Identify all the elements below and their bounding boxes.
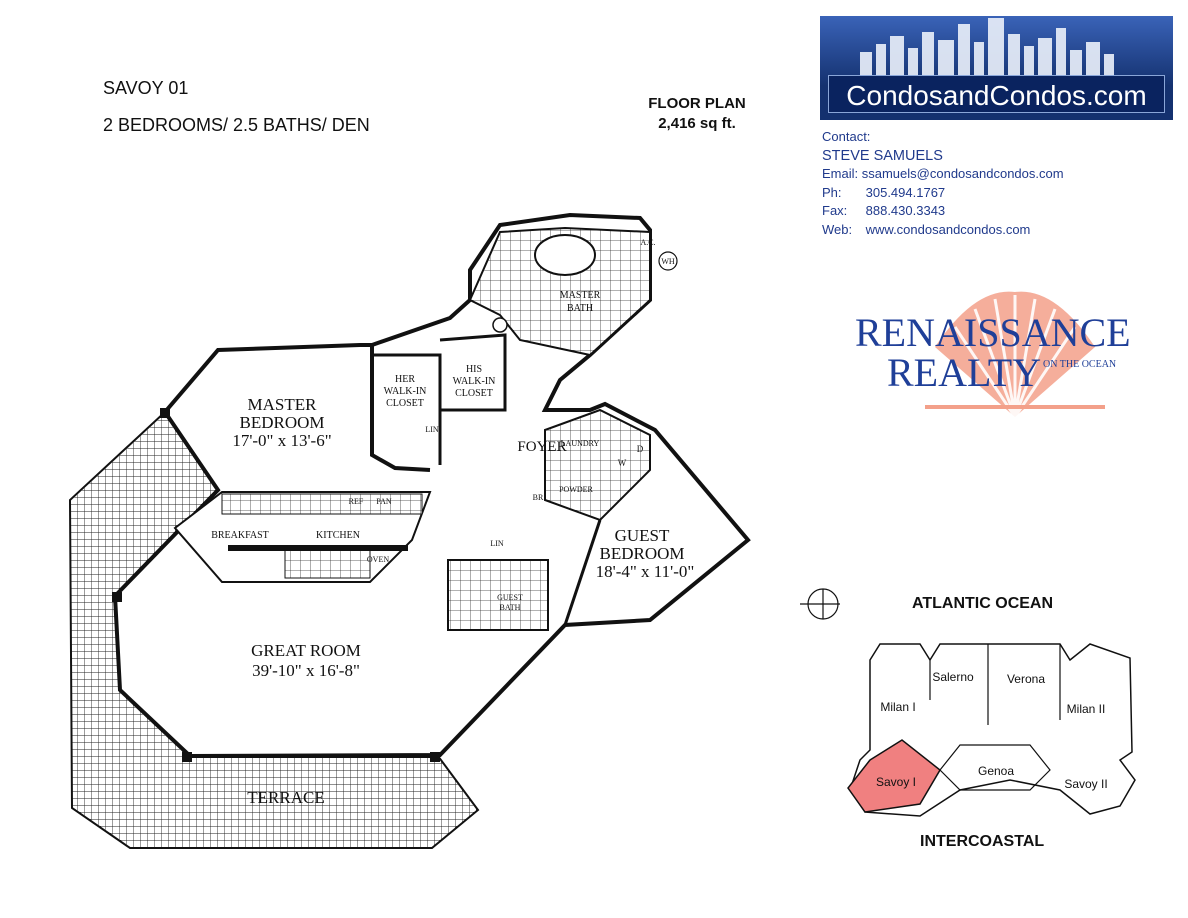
guest-bedroom-wall (563, 519, 602, 626)
logo-text: CondosandCondos.com (846, 80, 1147, 111)
guest-bath-label: GUEST (497, 593, 523, 602)
intercoastal-label: INTERCOASTAL (920, 833, 1045, 850)
realty-tagline: ON THE OCEAN (1043, 359, 1117, 370)
unit-genoa: Genoa (978, 764, 1014, 778)
kitchen-counter (221, 493, 423, 515)
unit-savoy-ii: Savoy II (1064, 777, 1107, 791)
ac-label: A.C. (640, 238, 655, 247)
unit-verona: Verona (1007, 672, 1045, 686)
master-bath-label-2: BATH (567, 303, 593, 314)
master-bedroom-label-2: BEDROOM (239, 413, 324, 432)
master-bath-label: MASTER (560, 290, 601, 301)
closet-walls (372, 333, 507, 465)
laundry-label: LAUNDRY (561, 439, 600, 448)
her-closet-label-3: CLOSET (386, 398, 424, 409)
his-closet-label-2: WALK-IN (453, 376, 496, 387)
kitchen-island (228, 545, 408, 551)
site-plan-diagram: Salerno Verona Milan I Milan II Genoa Sa… (800, 588, 1136, 817)
unit-salerno: Salerno (932, 670, 974, 684)
unit-description: 2 BEDROOMS/ 2.5 BATHS/ DEN (103, 115, 370, 135)
phone-row: Ph: 305.494.1767 (822, 184, 1064, 203)
guest-bath-label-2: BATH (500, 603, 521, 612)
phone-value: 305.494.1767 (865, 184, 946, 200)
water-heater-label: WH (661, 257, 675, 266)
his-closet-label-3: CLOSET (455, 388, 493, 399)
unit-savoy-i: Savoy I (876, 775, 916, 789)
web-label: Web: (822, 221, 853, 237)
shell-icon (925, 291, 1105, 418)
unit-milan-i: Milan I (880, 700, 915, 714)
linen-label: LIN (425, 425, 439, 434)
his-closet-label: HIS (466, 364, 482, 375)
unit-milan-ii: Milan II (1067, 702, 1106, 716)
condosandcondos-logo[interactable]: CondosandCondos.com (820, 16, 1173, 120)
floor-plan-drawing: MASTER BEDROOM 17'-0" x 13'-6" FOYER GUE… (68, 212, 751, 849)
guest-bedroom-label: GUEST (615, 526, 670, 545)
powder-label: POWDER (559, 485, 593, 494)
foyer-label: FOYER (517, 439, 566, 455)
floor-plan-label: FLOOR PLAN (648, 95, 746, 112)
water-heater-icon (658, 251, 678, 271)
column-markers (112, 408, 440, 762)
guest-bath-tile (447, 559, 549, 631)
interior-wall (370, 345, 431, 472)
skyline-graphic (820, 16, 1173, 86)
breakfast-label: BREAKFAST (211, 530, 269, 541)
ocean-label: ATLANTIC OCEAN (912, 595, 1054, 612)
savoy-i-highlight (847, 739, 941, 813)
web-row: Web: www.condosandcondos.com (822, 221, 1064, 240)
linen-label-2: LIN (490, 539, 504, 548)
washer-label: W (618, 458, 627, 468)
realty-word-2: REALTY (887, 350, 1042, 395)
contact-heading: Contact: (822, 129, 871, 144)
terrace-label: TERRACE (247, 788, 324, 807)
bathtub-icon (534, 234, 596, 276)
master-bedroom-label: MASTER (248, 395, 318, 414)
fax-value: 888.430.3343 (865, 203, 946, 218)
genoa-outline (939, 744, 1051, 791)
agent-name: STEVE SAMUELS (822, 147, 943, 164)
contact-block: Contact: STEVE SAMUELS Email: ssamuels@c… (822, 128, 1064, 239)
unit-name: SAVOY 01 (103, 78, 189, 98)
compass-icon (800, 588, 840, 620)
square-footage: 2,416 sq ft. (658, 115, 736, 132)
master-bedroom-wall (163, 411, 220, 491)
renaissance-realty-logo: RENAISSANCE REALTY ON THE OCEAN (845, 287, 1135, 427)
email-label: Email: (822, 166, 859, 181)
email-link[interactable]: ssamuels@condosandcondos.com (861, 166, 1064, 181)
web-link[interactable]: www.condosandcondos.com (865, 221, 1031, 237)
toilet-icon (492, 317, 508, 333)
fax-row: Fax: 888.430.3343 (822, 202, 1064, 221)
email-row: Email: ssamuels@condosandcondos.com (822, 165, 1064, 184)
her-closet-label: HER (395, 374, 415, 385)
dryer-label: D (637, 444, 644, 454)
great-room-dims: 39'-10" x 16'-8" (252, 661, 360, 680)
terrace-label-strip (140, 782, 440, 812)
oven-label: OVEN (367, 555, 389, 564)
br-label: BR (533, 493, 544, 502)
pan-label: PAN (376, 497, 391, 506)
fax-label: Fax: (822, 203, 848, 218)
phone-label: Ph: (822, 184, 842, 200)
kitchen-label: KITCHEN (316, 530, 360, 541)
kitchen-counter-lower (284, 549, 371, 579)
laundry-powder-tile (544, 408, 651, 522)
master-bedroom-dims: 17'-0" x 13'-6" (232, 431, 331, 450)
guest-bedroom-label-2: BEDROOM (599, 544, 684, 563)
great-room-label: GREAT ROOM (251, 641, 361, 660)
floor-plan-heading: FLOOR PLAN 2,416 sq ft. (612, 94, 782, 134)
realty-word-1: RENAISSANCE (855, 310, 1131, 355)
her-closet-label-2: WALK-IN (384, 386, 427, 397)
logo-band (828, 75, 1165, 113)
ref-label: REF (349, 497, 364, 506)
guest-bedroom-dims: 18'-4" x 11'-0" (596, 562, 695, 581)
